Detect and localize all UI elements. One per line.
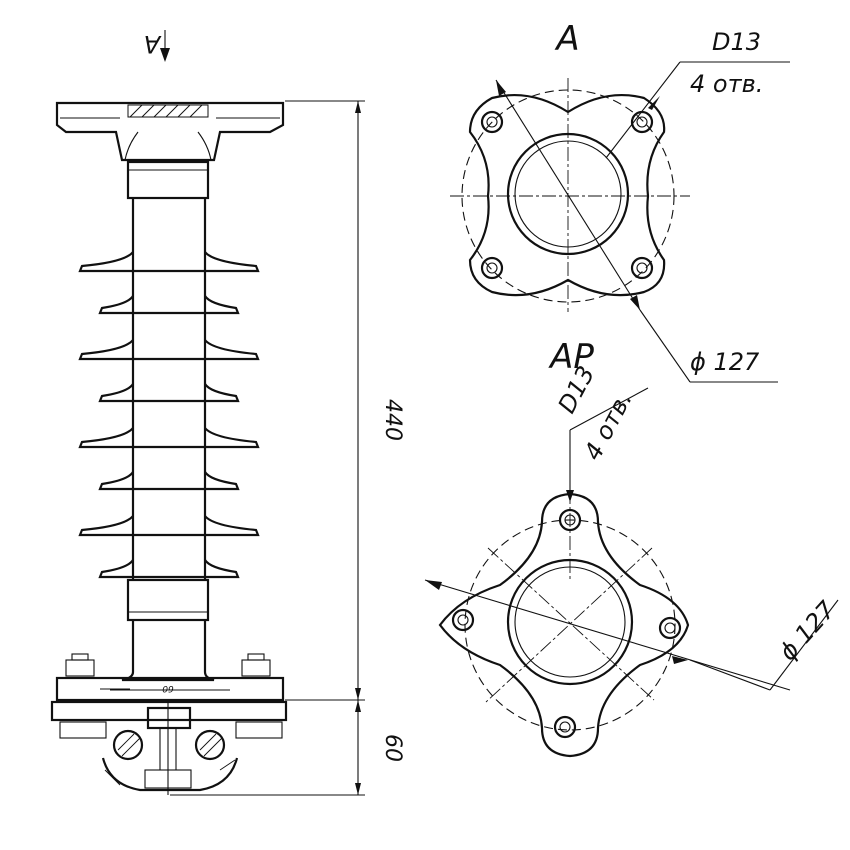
view-arrow: A	[144, 30, 170, 62]
sheds	[78, 251, 260, 579]
view-a: A ϕ 127 D13 4 отв.	[450, 19, 790, 383]
top-flange	[55, 101, 285, 162]
diameter-a-label: ϕ 127	[690, 348, 760, 376]
insulator-side-view: A	[50, 30, 405, 796]
view-ap-title: AP	[548, 337, 594, 377]
dimension-440: 440	[285, 100, 405, 701]
base-plate: 60	[50, 653, 288, 795]
hole-spec-a-count: 4 отв.	[690, 70, 763, 98]
view-ap: AP ϕ 127 D13 4 отв.	[424, 337, 842, 758]
hole-spec-a-size: D13	[712, 28, 761, 56]
dim-height-label: 440	[380, 399, 405, 441]
diameter-ap-label: ϕ 127	[774, 595, 842, 666]
flange-dim-label: 60	[162, 683, 174, 693]
view-a-title: A	[554, 19, 579, 59]
view-arrow-label: A	[144, 30, 162, 58]
dim-base-label: 60	[380, 734, 405, 762]
dimension-60: 60	[170, 700, 405, 796]
